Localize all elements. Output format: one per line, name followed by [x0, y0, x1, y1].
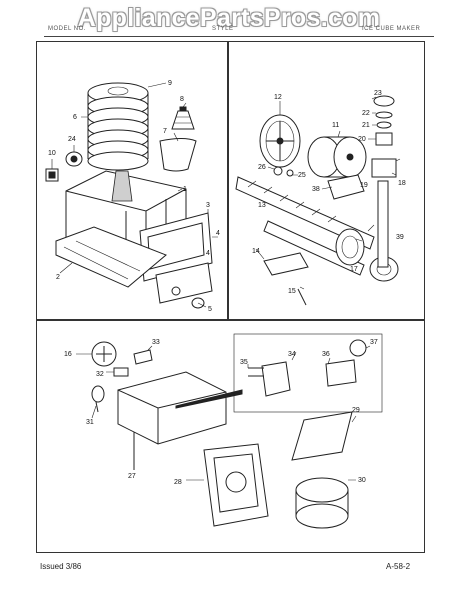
cover-plate: [155, 262, 213, 304]
watermark: AppliancePartsPros.com: [77, 4, 381, 32]
callout-1: 1: [183, 186, 187, 193]
control-bracket: [117, 371, 227, 445]
callout-33: 33: [152, 339, 160, 346]
thermostat-cup: [65, 151, 83, 167]
bracket-38: [327, 174, 365, 200]
page-header: MODEL NO. STYLE ICE CUBE MAKER: [44, 22, 434, 36]
callout-16: 16: [64, 351, 72, 358]
callout-19: 19: [360, 182, 368, 189]
ice-stripper-blade: [159, 138, 197, 172]
plate-36: [325, 359, 357, 387]
panel-bottom: [36, 320, 425, 553]
header-model-label: MODEL NO.: [48, 26, 86, 32]
lower-shaft: [263, 220, 365, 276]
auger-drive-diagram: 12 11 23 22 21 20 26 25 38 13 14 15 17 3…: [235, 90, 406, 306]
callout-4a: 4: [216, 230, 220, 237]
callout-14: 14: [252, 248, 260, 255]
washer-22: [375, 111, 393, 119]
callout-5: 5: [208, 306, 212, 313]
callout-30: 30: [358, 477, 366, 484]
callout-9: 9: [168, 80, 172, 87]
bevel-gear: [335, 228, 365, 266]
callout-31: 31: [86, 419, 94, 426]
callout-23: 23: [374, 90, 382, 97]
cover-plate-29: [291, 411, 353, 461]
issued-date: Issued 3/86: [40, 562, 82, 571]
callout-37: 37: [370, 339, 378, 346]
cone-spring-part: [171, 106, 195, 130]
auger-motor-pulley: [87, 82, 149, 171]
cap-23: [373, 95, 395, 107]
callout-21: 21: [362, 122, 370, 129]
callout-18: 18: [398, 180, 406, 187]
auger-shaft: [235, 176, 375, 250]
control-assembly-diagram: 16 33 32 31 27 28 29 30 34 35 36 37: [64, 333, 383, 529]
panel-top-left: [36, 41, 228, 320]
ice-maker-housing-diagram: 9 6 8 7 24 10 1 3 4 2 5 4: [45, 80, 220, 313]
callout-29: 29: [352, 407, 360, 414]
drive-wheel: [259, 114, 301, 168]
part-32: [113, 367, 129, 377]
arrow-to-inset: [175, 389, 243, 409]
drive-drum: [307, 136, 367, 178]
callout-26: 26: [258, 164, 266, 171]
part-25: [286, 169, 294, 177]
screws-35: [248, 367, 264, 377]
callout-17: 17: [350, 266, 358, 273]
callout-24: 24: [68, 136, 76, 143]
drip-tray: [55, 226, 167, 288]
header-rule: [44, 36, 434, 37]
header-title: ICE CUBE MAKER: [362, 26, 421, 32]
callout-7: 7: [163, 128, 167, 135]
page-number: A-58-2: [386, 562, 411, 571]
callout-10: 10: [48, 150, 56, 157]
callout-8: 8: [180, 96, 184, 103]
switch-31: [91, 385, 105, 413]
callout-22: 22: [362, 110, 370, 117]
callout-3: 3: [206, 202, 210, 209]
inset-box: [233, 333, 383, 413]
part-26: [273, 166, 283, 176]
callout-28: 28: [174, 479, 182, 486]
control-knob: [91, 341, 117, 367]
callout-6: 6: [73, 114, 77, 121]
callout-27: 27: [128, 473, 136, 480]
callout-34: 34: [288, 351, 296, 358]
callout-4b: 4: [206, 250, 210, 257]
callout-38: 38: [312, 186, 320, 193]
callout-20: 20: [358, 136, 366, 143]
timer-motor: [203, 443, 269, 527]
callout-2: 2: [56, 274, 60, 281]
callout-39: 39: [396, 234, 404, 241]
drive-motor-30: [295, 477, 349, 529]
bushing-20: [375, 132, 393, 146]
callout-11: 11: [332, 122, 339, 129]
callout-15: 15: [288, 288, 296, 295]
callout-25: 25: [298, 172, 306, 179]
ring-21: [376, 121, 392, 129]
callout-12: 12: [274, 94, 282, 101]
header-style-label: STYLE: [212, 26, 234, 32]
callout-35: 35: [240, 359, 248, 366]
knob-37: [349, 339, 367, 357]
callout-32: 32: [96, 371, 104, 378]
panel-top-right: [228, 41, 425, 320]
callout-36: 36: [322, 351, 330, 358]
callout-13: 13: [258, 202, 266, 209]
shaft-bracket: [263, 252, 309, 276]
inset-bracket-34: [261, 361, 291, 397]
part-33: [133, 349, 153, 365]
vertical-shaft: [377, 180, 389, 268]
screw: [297, 288, 307, 306]
nut-19: [371, 158, 397, 178]
